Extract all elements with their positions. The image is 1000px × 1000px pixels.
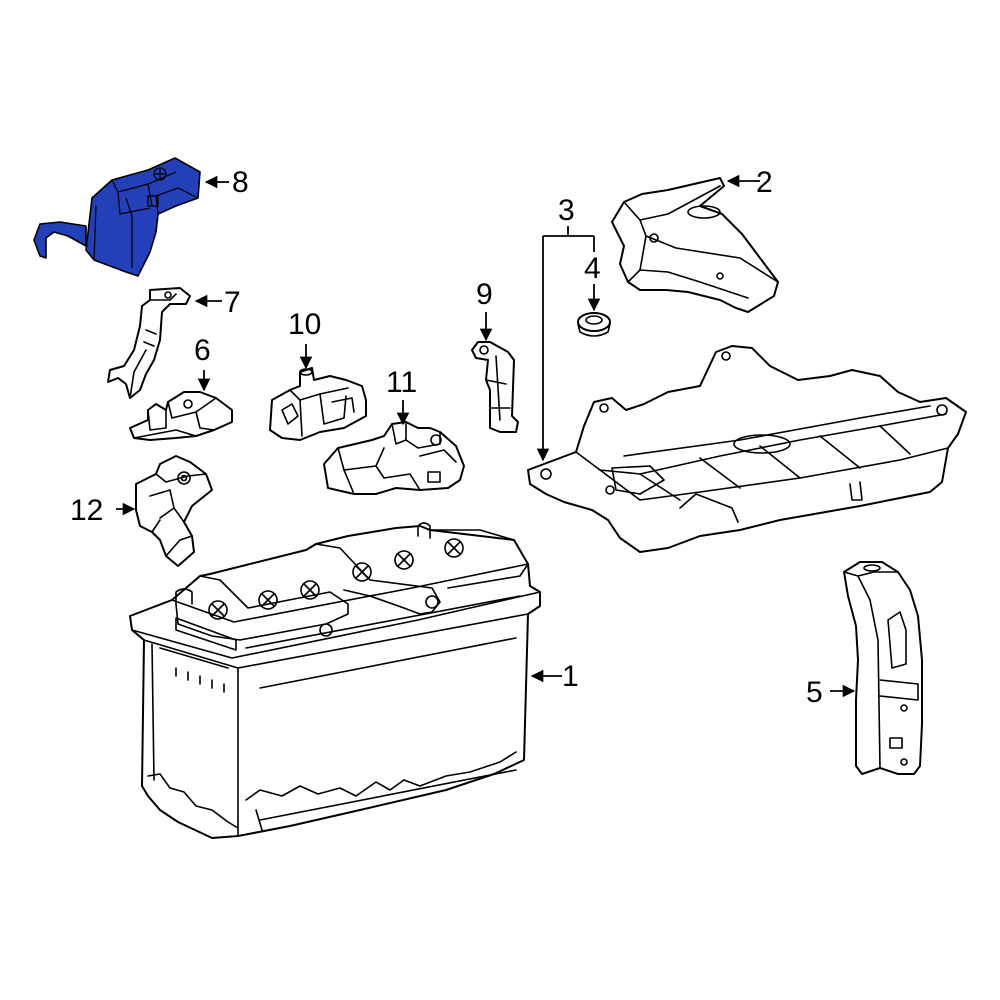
callout-7: 7 xyxy=(224,286,241,319)
part-10-sensor[interactable] xyxy=(269,367,367,441)
callout-1: 1 xyxy=(562,660,579,693)
part-3-battery-tray[interactable] xyxy=(527,345,967,553)
callout-9: 9 xyxy=(476,278,493,311)
part-11-bracket[interactable] xyxy=(323,421,465,495)
callout-10: 10 xyxy=(288,308,321,341)
callout-6: 6 xyxy=(194,334,211,367)
part-7-terminal-strap[interactable] xyxy=(107,287,191,399)
callout-5: 5 xyxy=(806,676,823,709)
part-12-positive-terminal[interactable] xyxy=(135,455,213,567)
callout-11: 11 xyxy=(386,366,417,399)
callout-3: 3 xyxy=(558,194,575,227)
part-1-battery[interactable] xyxy=(129,522,541,839)
callout-8: 8 xyxy=(232,166,249,199)
callout-12: 12 xyxy=(70,494,103,527)
callout-labels: 1 2 3 4 5 6 7 8 9 10 11 12 xyxy=(70,166,823,709)
part-2-bracket[interactable] xyxy=(611,177,779,313)
callout-4: 4 xyxy=(584,252,601,285)
part-6-terminal-clamp[interactable] xyxy=(129,391,233,441)
callout-2: 2 xyxy=(756,166,773,199)
part-4-grommet[interactable] xyxy=(577,312,611,337)
leader-lines xyxy=(116,174,856,698)
part-5-support-post[interactable] xyxy=(843,561,923,775)
part-9-hold-down-rod[interactable] xyxy=(471,341,519,433)
part-8-terminal-cover[interactable] xyxy=(33,157,201,277)
